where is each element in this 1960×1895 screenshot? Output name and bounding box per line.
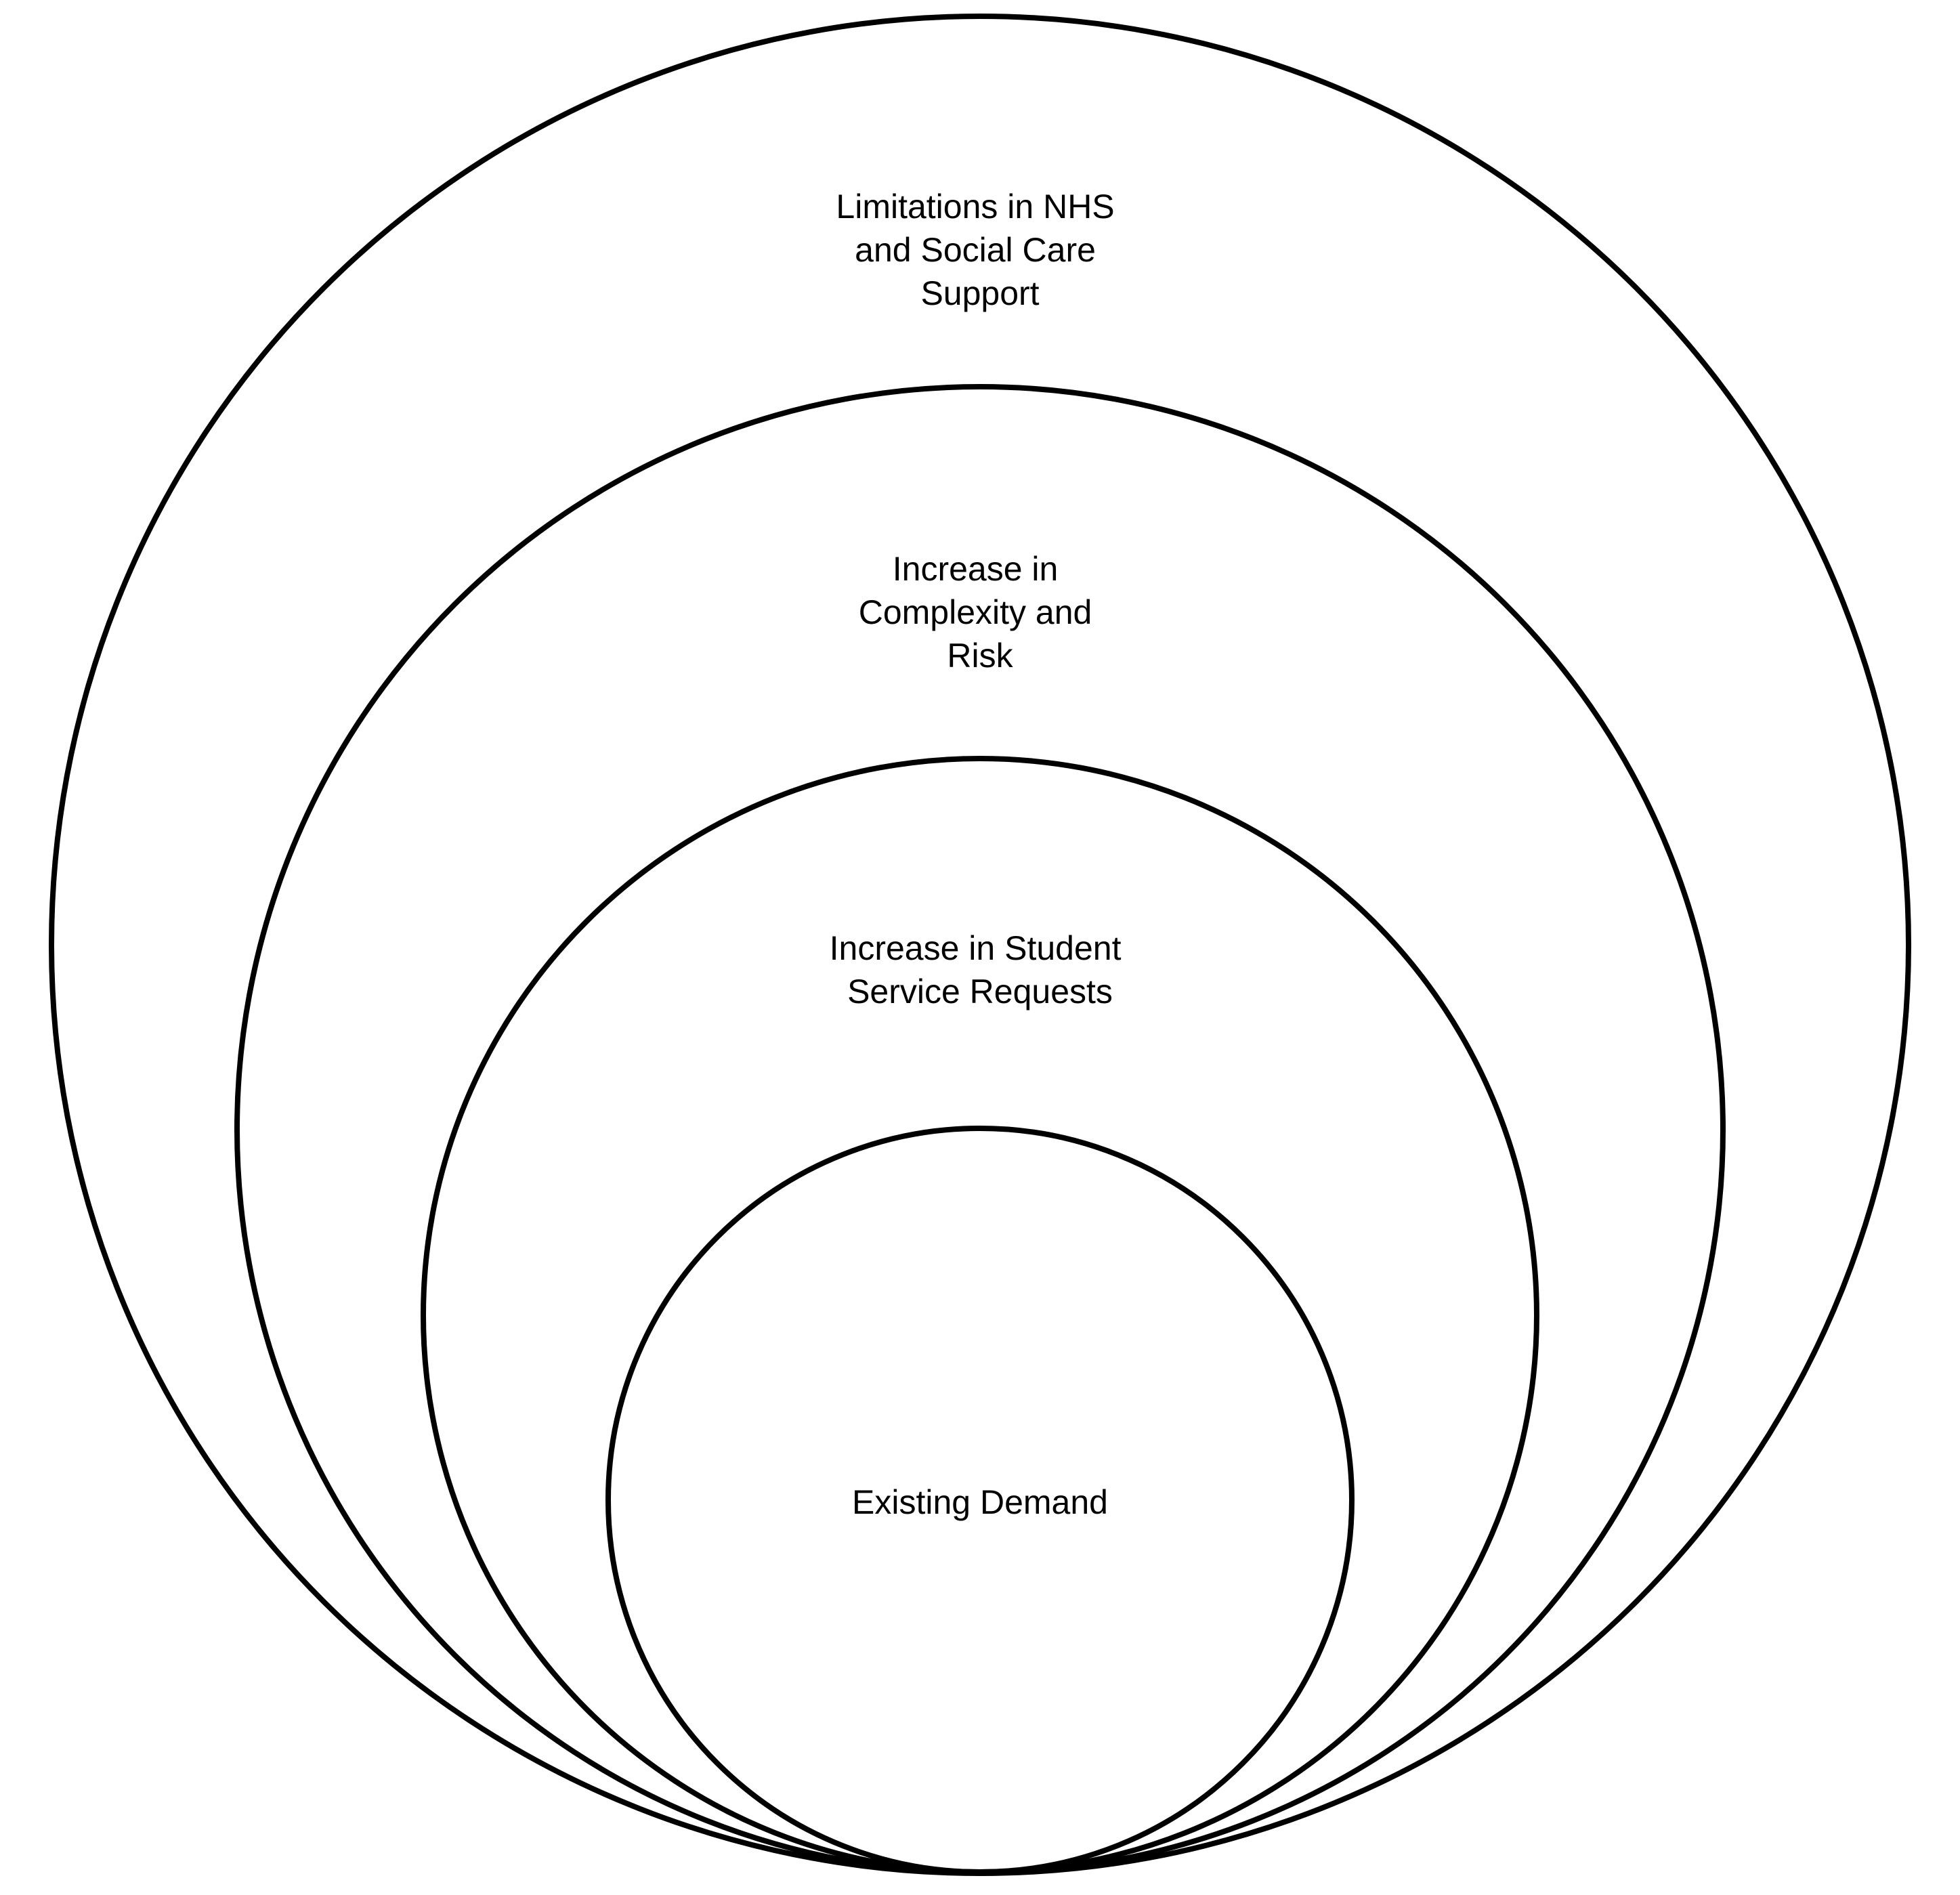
ring-third-label-line-1: Increase in Student — [830, 929, 1122, 967]
ring-second-label: Increase in Complexity and Risk — [859, 550, 1102, 675]
ring-second-label-line-1: Increase in — [893, 550, 1059, 588]
ring-inner-circle — [605, 1126, 1355, 1875]
ring-second-label-line-2: Complexity and — [859, 593, 1092, 631]
ring-second-label-line-3: Risk — [947, 637, 1013, 675]
ring-third-label: Increase in Student Service Requests — [830, 929, 1131, 1010]
ring-outer-label-line-1: Limitations in NHS — [836, 188, 1114, 226]
ring-outer-label: Limitations in NHS and Social Care Suppo… — [836, 188, 1124, 312]
ring-outer-label-line-3: Support — [920, 274, 1039, 312]
ring-inner-label: Existing Demand — [852, 1483, 1108, 1521]
ring-inner-label-line-1: Existing Demand — [852, 1483, 1108, 1521]
ring-third-label-line-2: Service Requests — [847, 973, 1113, 1010]
ring-outer-label-line-2: and Social Care — [855, 231, 1096, 269]
